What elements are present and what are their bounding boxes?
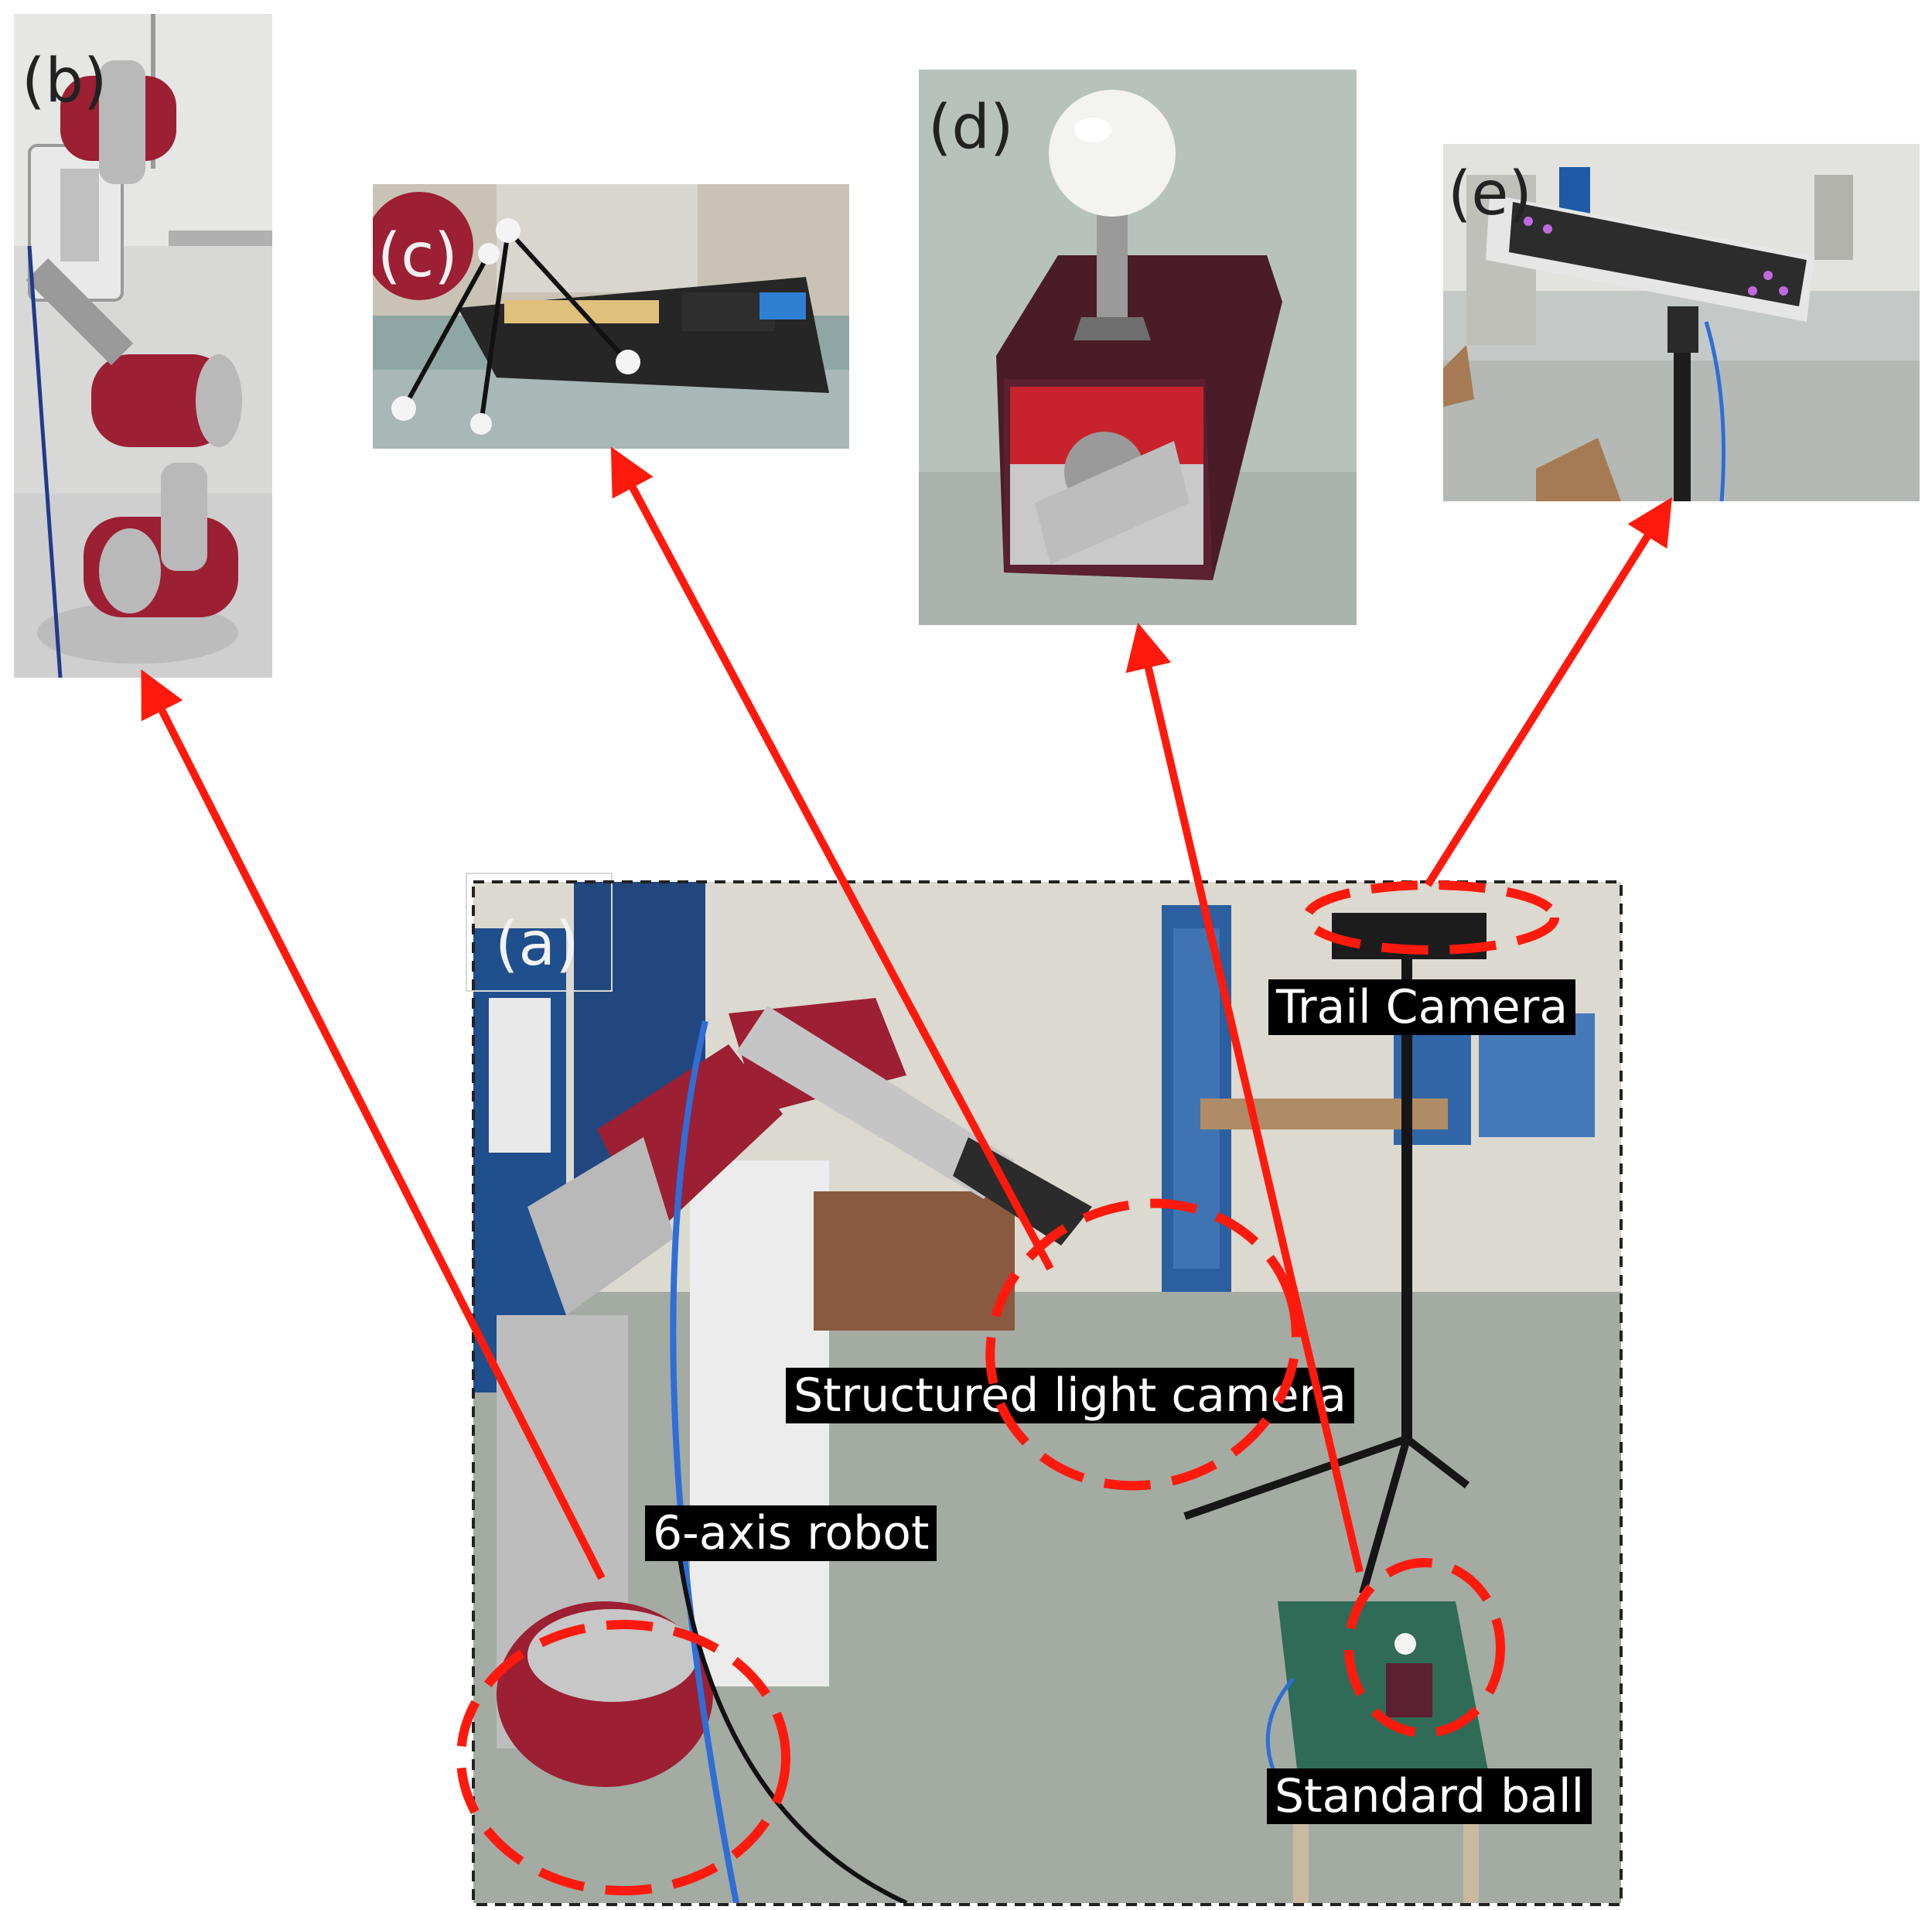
- setup-scene-illustration: [473, 882, 1621, 1903]
- trail-camera-highlight: [1302, 880, 1559, 955]
- structured-light-camera-illustration: [373, 184, 849, 449]
- standard-ball-label: Standard ball: [1267, 1768, 1592, 1824]
- structured-light-camera-label: Structured light camera: [786, 1368, 1354, 1423]
- panel-e-label: (e): [1448, 159, 1532, 229]
- robot-arm-illustration: [14, 14, 272, 678]
- six-axis-robot-label: 6-axis robot: [645, 1505, 937, 1561]
- panel-a-label-box: [466, 873, 613, 992]
- arrow-to-panel-e: [1424, 497, 1672, 887]
- panel-b-robot-photo: [14, 14, 272, 678]
- trail-camera-label: Trail Camera: [1268, 979, 1576, 1035]
- panel-a-setup-photo: [473, 882, 1621, 1903]
- trail-camera-illustration: [1443, 144, 1920, 501]
- panel-a-dashed-frame: [472, 880, 1623, 1906]
- robot-base-highlight: [456, 1620, 790, 1895]
- arrow-to-panel-d: [1125, 622, 1364, 1573]
- panel-a-label: (a): [495, 910, 579, 979]
- panel-e-trail-camera-photo: [1443, 144, 1920, 501]
- standard-ball-highlight: [1344, 1558, 1505, 1737]
- standard-ball-illustration: [919, 70, 1357, 625]
- panel-c-label: (c): [377, 221, 458, 291]
- panel-c-camera-photo: [373, 184, 849, 449]
- panel-d-label: (d): [928, 93, 1014, 162]
- panel-b-label: (b): [22, 46, 108, 116]
- structured-light-camera-highlight: [985, 1198, 1301, 1491]
- arrow-to-panel-b: [141, 669, 606, 1580]
- arrow-to-panel-c: [610, 446, 1054, 1271]
- panel-d-standard-ball-photo: [919, 70, 1357, 625]
